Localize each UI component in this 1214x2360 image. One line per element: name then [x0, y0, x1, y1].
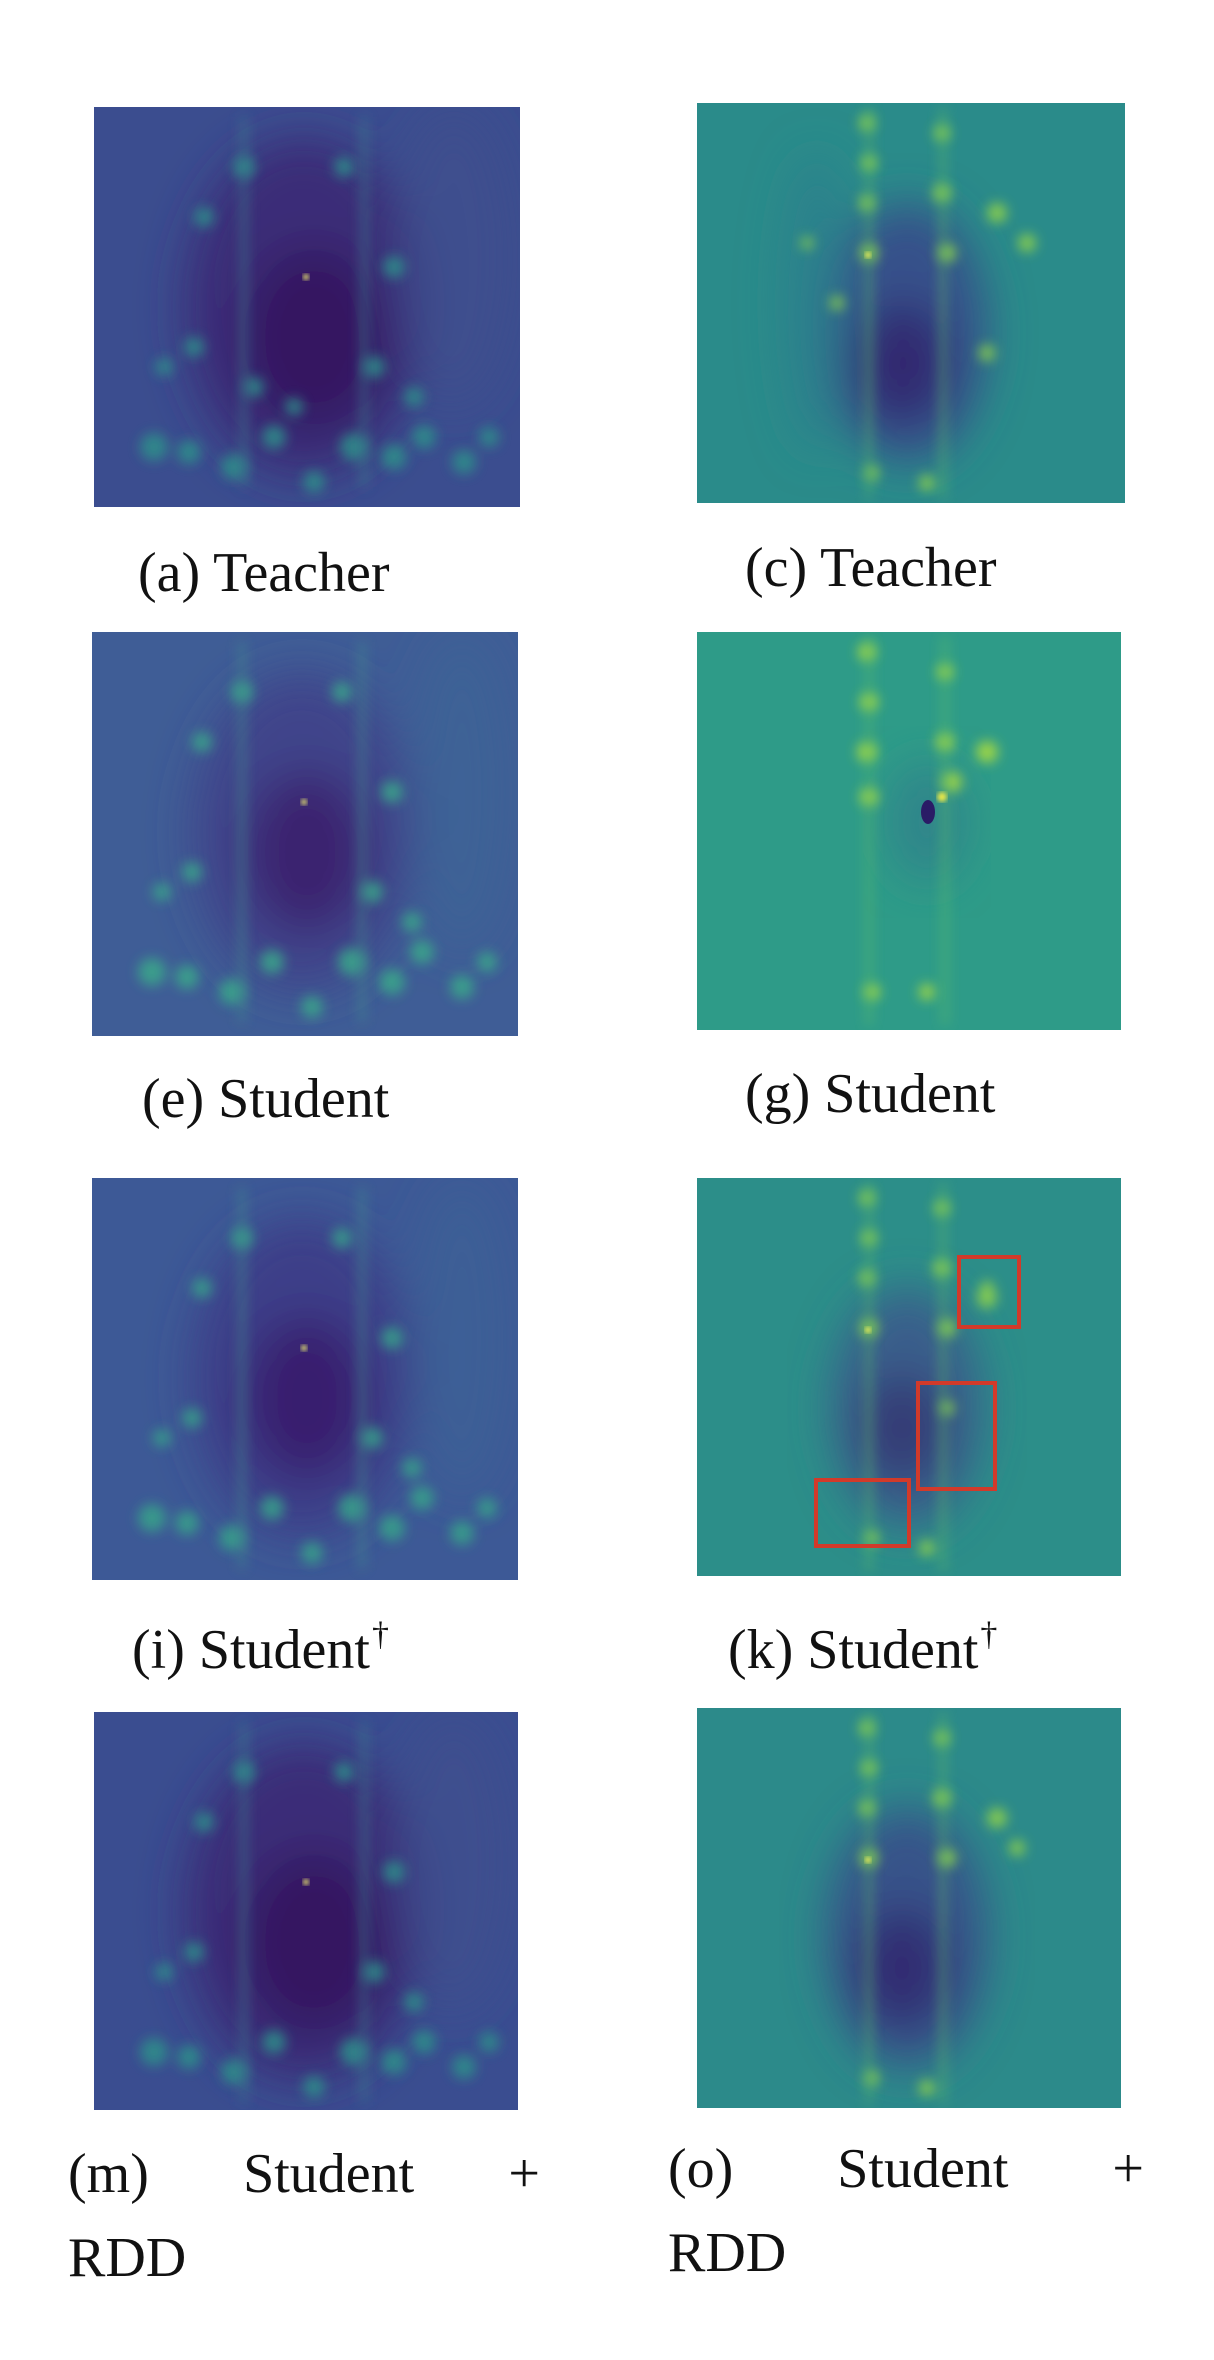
- caption-e: (e) Student: [142, 1068, 390, 1130]
- caption-o-word: Student: [837, 2138, 1009, 2200]
- heatmap-g: [697, 632, 1121, 1030]
- highlight-box: [957, 1255, 1021, 1329]
- heatmap-a: [94, 107, 520, 507]
- caption-o-line2: RDD: [668, 2222, 787, 2284]
- heatmap-c: [697, 103, 1125, 503]
- caption-m-word: Student: [243, 2143, 415, 2205]
- heatmap-o: [697, 1708, 1121, 2108]
- dagger-mark: †: [371, 1616, 389, 1653]
- caption-i: (i) Student†: [132, 1618, 389, 1681]
- heatmap-i: [92, 1178, 518, 1580]
- heatmap-k: [697, 1178, 1121, 1576]
- highlight-box: [916, 1381, 997, 1491]
- caption-m-line2: RDD: [68, 2227, 187, 2289]
- caption-o: (o) Student + RDD: [668, 2127, 1144, 2295]
- caption-m-label: (m): [68, 2143, 149, 2205]
- caption-a: (a) Teacher: [138, 542, 390, 604]
- caption-g: (g) Student: [745, 1063, 996, 1125]
- dagger-mark: †: [980, 1616, 998, 1653]
- caption-o-plus: +: [1112, 2138, 1144, 2200]
- caption-k-text: (k) Student: [728, 1619, 979, 1681]
- caption-k: (k) Student†: [728, 1618, 997, 1681]
- caption-m-plus: +: [508, 2143, 540, 2205]
- caption-i-text: (i) Student: [132, 1619, 370, 1681]
- caption-o-label: (o): [668, 2138, 734, 2200]
- highlight-box: [814, 1478, 911, 1548]
- caption-m: (m) Student + RDD: [68, 2132, 540, 2300]
- heatmap-e: [92, 632, 518, 1036]
- heatmap-m: [94, 1712, 518, 2110]
- caption-c: (c) Teacher: [745, 537, 997, 599]
